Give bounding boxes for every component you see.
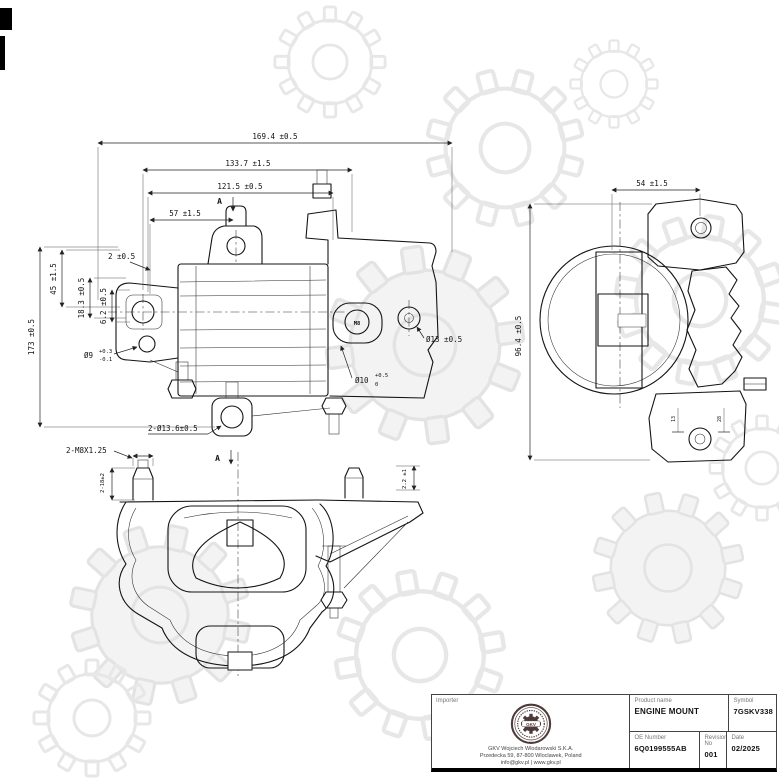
date-label: Date (731, 734, 745, 741)
dim-height-183: 18.3 ±0.5 (77, 278, 86, 319)
dim-width-121: 121.5 ±0.5 (217, 182, 262, 191)
product-name-value: ENGINE MOUNT (634, 707, 700, 716)
watermark-gears (32, 5, 779, 778)
dim-width-57: 57 ±1.5 (169, 209, 201, 218)
dim-height-62: 6.2 ±0.5 (99, 288, 108, 324)
scan-mark (0, 8, 12, 30)
revision-value: 001 (704, 749, 718, 759)
company-line: Przedecka 59, 87-800 Wloclawek, Poland (479, 752, 582, 759)
front-view: M8 (108, 169, 439, 437)
company-line: info@gkv.pl | www.gkv.pl (500, 759, 561, 766)
dim-hole9-tol-top: +0.3 (99, 349, 112, 355)
dim-thickness-2: 2 ±0.5 (108, 252, 135, 261)
dim-hole13: Ø13 ±0.5 (426, 335, 462, 344)
dim-hole9: Ø9 (84, 351, 93, 360)
company-stamp-logo: GKV (510, 703, 551, 744)
product-name-label: Product name (634, 698, 672, 704)
company-address: GKV Wojciech Wlodarowski S.K.A. Przedeck… (480, 746, 582, 767)
bottom-view (116, 452, 424, 676)
importer-cell: Importer GKV (432, 695, 631, 768)
title-block-row-bottom: OE Number 6Q0199555AB Revision No 001 Da… (630, 731, 776, 769)
logo-text: GKV (526, 722, 537, 727)
dim-studs: 2-M8X1.25 (66, 446, 107, 455)
revision-cell: Revision No 001 (700, 731, 728, 768)
dim-edge-22: 2.2 ±1 (402, 469, 408, 489)
dim-holes-136: 2-Ø13.6±0.5 (148, 424, 198, 433)
dim-side-13: 13 (671, 416, 677, 422)
side-view-dimensions: 54 ±1.5 96.4 ±0.5 13 28 (514, 179, 730, 461)
title-block-row-top: Product name ENGINE MOUNT Symbol 7GSKV33… (630, 695, 776, 732)
title-block: Importer GKV (431, 694, 777, 772)
symbol-cell: Symbol 7GSKV338 (729, 695, 776, 732)
dim-height-45: 45 ±1.5 (49, 263, 58, 295)
symbol-value: 7GSKV338 (733, 707, 773, 716)
revision-label: Revision No (704, 734, 728, 747)
dim-width-133: 133.7 ±1.5 (225, 159, 270, 168)
dim-height-173: 173 ±0.5 (27, 319, 36, 355)
dim-side-28: 28 (717, 416, 723, 422)
product-name-cell: Product name ENGINE MOUNT (630, 695, 730, 732)
scan-mark (0, 36, 5, 70)
symbol-label: Symbol (733, 698, 754, 704)
section-label-a-bottom: A (215, 454, 220, 463)
dim-side-54: 54 ±1.5 (636, 179, 668, 188)
side-section-view (539, 198, 767, 463)
dim-hole9-tol-bot: -0.1 (99, 357, 112, 363)
title-block-fields: Product name ENGINE MOUNT Symbol 7GSKV33… (630, 695, 776, 768)
dim-total-width: 169.4 ±0.5 (252, 132, 297, 141)
oe-number-cell: OE Number 6Q0199555AB (630, 731, 701, 768)
oe-number-value: 6Q0199555AB (634, 743, 687, 753)
bottom-view-dimensions: 2-M8X1.25 2-18±2 2-Ø13.6±0.5 2.2 ±1 A (66, 424, 420, 501)
date-cell: Date 02/2025 (727, 732, 776, 769)
dim-side-height: 96.4 ±0.5 (514, 316, 523, 357)
date-value: 02/2025 (731, 743, 760, 753)
dim-hole10: Ø10 (355, 376, 369, 385)
thread-mark: M8 (354, 321, 361, 327)
company-line: GKV Wojciech Wlodarowski S.K.A. (488, 745, 574, 752)
dim-hole10-tol-bot: 0 (375, 382, 378, 388)
section-label-a-top: A (217, 197, 222, 206)
oe-number-label: OE Number (634, 734, 667, 741)
front-view-dimensions: 169.4 ±0.5 133.7 ±1.5 121.5 ±0.5 57 ±1.5… (27, 132, 462, 428)
importer-label: Importer (436, 698, 459, 704)
dim-stud-length: 2-18±2 (100, 473, 106, 493)
dim-hole10-tol-top: +0.5 (375, 373, 388, 379)
